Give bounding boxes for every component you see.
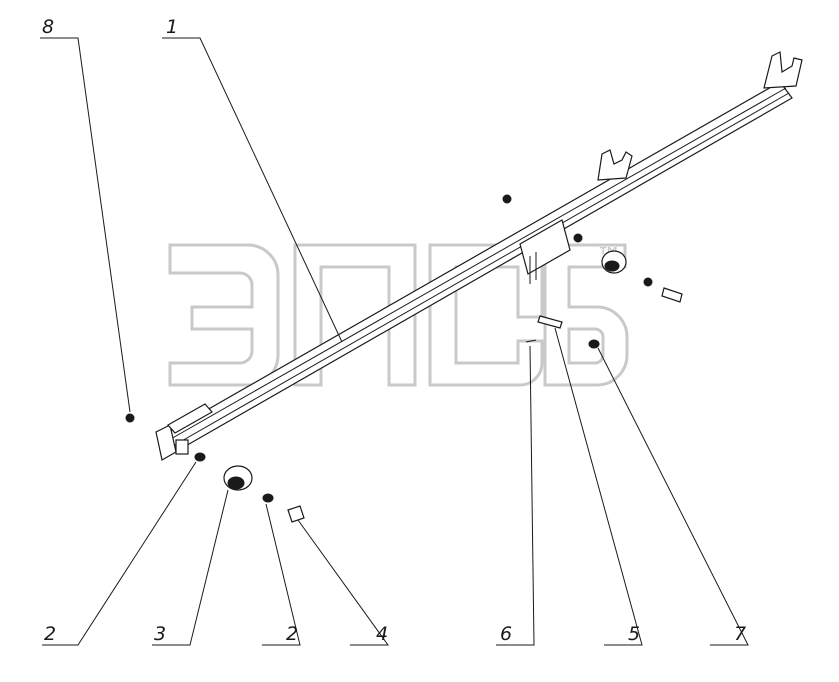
end-hook [763, 51, 803, 89]
part-8-ball [125, 413, 135, 423]
part-3-roller-right [601, 250, 627, 274]
part-4-bolt [287, 505, 305, 523]
part-2-washer-right [643, 277, 653, 287]
part-2-washer-center [262, 493, 274, 503]
callout-7: 7 [734, 623, 746, 645]
part-8-ball-upper [502, 194, 512, 204]
center-bracket [519, 219, 571, 275]
callout-labels: 8 1 2 3 2 4 6 5 7 [42, 16, 746, 645]
callout-8: 8 [42, 16, 54, 38]
part-2-washer-upper [573, 233, 583, 243]
callout-5: 5 [628, 623, 640, 645]
part-2-washer-left [194, 452, 206, 462]
callout-2-left: 2 [44, 623, 56, 645]
callout-6: 6 [500, 623, 512, 645]
beam-assembly [155, 51, 803, 461]
part-7-washer [588, 339, 600, 349]
callout-2-center: 2 [286, 623, 298, 645]
callout-3: 3 [154, 623, 166, 645]
part-3-roller [223, 465, 253, 491]
callout-4: 4 [376, 623, 388, 645]
part-5-pin [537, 315, 563, 329]
part-6-cotter [525, 339, 537, 343]
part-4-bolt-right [661, 287, 683, 303]
leader-lines [40, 37, 749, 646]
callout-1: 1 [166, 16, 178, 38]
mid-hook [597, 149, 633, 181]
